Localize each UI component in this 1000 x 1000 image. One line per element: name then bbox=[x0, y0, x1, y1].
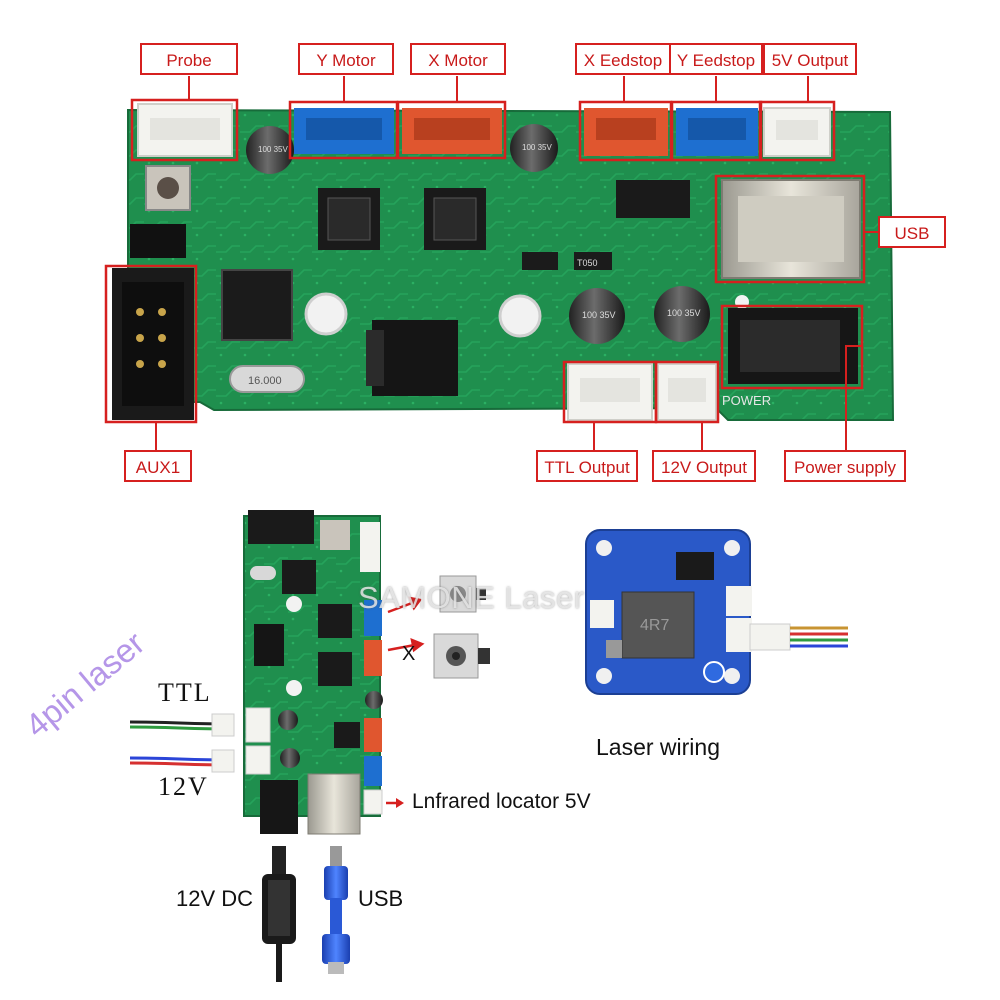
x-axis-label: X bbox=[402, 643, 416, 665]
watermark: SAMONE Laser bbox=[358, 580, 585, 615]
usb-port-small bbox=[307, 773, 361, 835]
stepper-motor-y bbox=[439, 575, 486, 613]
laser-wiring-label: Laser wiring bbox=[596, 734, 720, 760]
motor-connector-blue bbox=[364, 600, 382, 636]
mounting-hole bbox=[498, 294, 542, 338]
crystal-marking: 16.000 bbox=[248, 375, 282, 387]
dc-input-label: 12V DC bbox=[176, 886, 254, 911]
microcontroller bbox=[221, 269, 293, 341]
capacitor-1: 100 35V bbox=[246, 126, 294, 174]
x-motor-connector bbox=[402, 108, 502, 154]
ttl-wire-label: TTL bbox=[158, 678, 212, 707]
probe-connector bbox=[137, 103, 233, 157]
label-power-supply: Power supply bbox=[784, 450, 906, 482]
usb-cable-label: USB bbox=[358, 886, 404, 911]
stepper-driver-x bbox=[424, 188, 486, 250]
motor-connector-orange bbox=[364, 640, 382, 676]
endstop-connector-orange bbox=[364, 718, 382, 752]
infrared-arrow bbox=[386, 798, 404, 808]
highlight-boxes bbox=[104, 98, 866, 424]
wiring-board bbox=[243, 510, 383, 835]
regulator bbox=[372, 320, 458, 396]
aux1-connector bbox=[112, 268, 194, 420]
power-jack bbox=[728, 308, 858, 384]
x-endstop-connector bbox=[584, 108, 668, 156]
laser-module: 4R7 bbox=[585, 529, 752, 695]
leader-lines bbox=[155, 76, 878, 450]
usb-cable bbox=[322, 846, 350, 974]
pin-header bbox=[130, 224, 186, 258]
mounting-hole bbox=[304, 292, 348, 336]
label-aux1: AUX1 bbox=[124, 450, 192, 482]
label-y-endstop: Y Eedstop bbox=[669, 43, 763, 75]
laser-connector-ttl bbox=[245, 707, 271, 743]
laser-wires bbox=[129, 713, 235, 773]
endstop-connector-blue bbox=[364, 756, 382, 786]
small-chip-marking: T050 bbox=[577, 258, 598, 268]
dc-jack-small bbox=[260, 780, 298, 834]
label-5v-output: 5V Output bbox=[763, 43, 857, 75]
svg-text:100 35V: 100 35V bbox=[582, 310, 616, 320]
capacitor-3: 100 35V bbox=[569, 288, 625, 344]
board-chip bbox=[282, 560, 316, 594]
svg-text:100 35V: 100 35V bbox=[667, 308, 701, 318]
label-x-endstop: X Eedstop bbox=[575, 43, 671, 75]
infrared-locator-label: Lnfrared locator 5V bbox=[412, 790, 591, 813]
out-5v-connector bbox=[763, 107, 831, 157]
small-chip bbox=[574, 252, 612, 270]
label-probe: Probe bbox=[140, 43, 238, 75]
driver-chip bbox=[616, 180, 690, 218]
motor-arrows bbox=[387, 596, 425, 653]
dc-plug bbox=[262, 846, 296, 982]
locator-connector bbox=[363, 789, 383, 815]
ttl-output-connector bbox=[567, 363, 653, 421]
label-x-motor: X Motor bbox=[410, 43, 506, 75]
stepper-driver-y bbox=[318, 188, 380, 250]
main-board: 16.000 T050 POWER 100 35V 100 35V 100 35… bbox=[104, 76, 895, 450]
capacitor-4: 100 35V bbox=[654, 286, 710, 342]
label-usb: USB bbox=[878, 216, 946, 248]
inductor-marking: 4R7 bbox=[640, 617, 669, 634]
y-endstop-connector bbox=[676, 108, 758, 156]
power-silk-text: POWER bbox=[722, 393, 771, 408]
svg-text:100 35V: 100 35V bbox=[522, 143, 552, 152]
label-y-motor: Y Motor bbox=[298, 43, 394, 75]
aux-header bbox=[248, 510, 314, 544]
laser-connector-12v bbox=[245, 745, 271, 775]
inductor bbox=[621, 591, 695, 659]
stepper-motor-x bbox=[433, 633, 490, 679]
crystal bbox=[229, 365, 305, 393]
y-motor-connector bbox=[294, 108, 394, 154]
usb-port bbox=[721, 179, 861, 279]
svg-text:100 35V: 100 35V bbox=[258, 145, 288, 154]
module-wire bbox=[749, 623, 848, 651]
12v-wire-label: 12V bbox=[158, 772, 209, 801]
capacitor-2: 100 35V bbox=[510, 124, 558, 172]
label-12v-output: 12V Output bbox=[652, 450, 756, 482]
out-12v-connector bbox=[657, 363, 717, 421]
label-ttl-output: TTL Output bbox=[536, 450, 638, 482]
